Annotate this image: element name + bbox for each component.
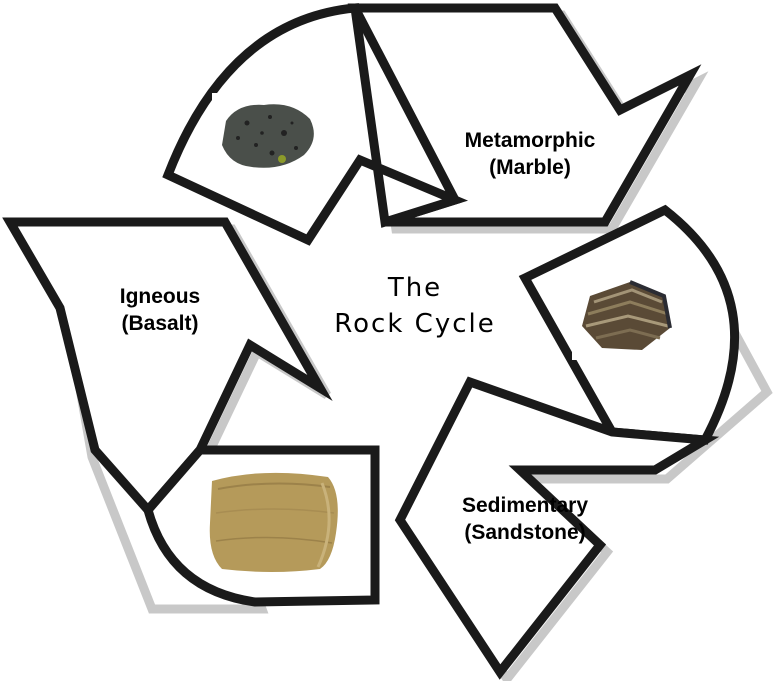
metamorphic-example: (Marble) <box>430 154 630 181</box>
sandstone-photo <box>202 463 352 578</box>
basalt-photo <box>212 93 322 173</box>
metamorphic-label: Metamorphic (Marble) <box>430 127 630 181</box>
igneous-label: Igneous (Basalt) <box>90 283 230 337</box>
title-line-2: Rock Cycle <box>300 306 530 342</box>
diagram-title: The Rock Cycle <box>300 270 530 342</box>
basalt-rock-icon <box>212 93 322 173</box>
igneous-example: (Basalt) <box>90 310 230 337</box>
sandstone-rock-icon <box>202 463 352 578</box>
marble-photo <box>572 270 676 360</box>
sedimentary-example: (Sandstone) <box>425 519 625 546</box>
marble-rock-icon <box>572 270 676 360</box>
metamorphic-name: Metamorphic <box>430 127 630 154</box>
sedimentary-name: Sedimentary <box>425 492 625 519</box>
igneous-name: Igneous <box>90 283 230 310</box>
sedimentary-label: Sedimentary (Sandstone) <box>425 492 625 546</box>
title-line-1: The <box>300 270 530 306</box>
